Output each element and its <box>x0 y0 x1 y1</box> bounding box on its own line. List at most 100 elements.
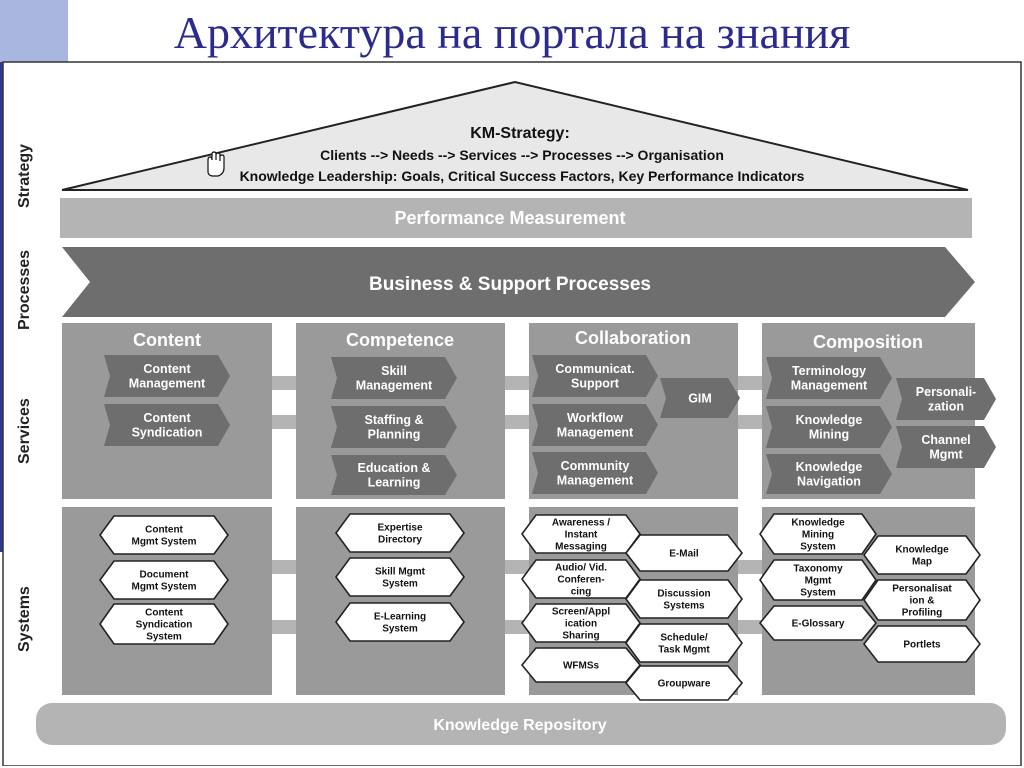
system-skill-mgmt-label: Skill Mgmt <box>375 567 426 578</box>
service-community-management-label: Management <box>557 474 634 488</box>
layer-label-processes: Processes <box>16 250 33 330</box>
system-screen-application-sharing-label: Screen/Appl <box>552 607 611 618</box>
performance-measurement-bar <box>60 198 972 238</box>
service-terminology-management-label: Management <box>791 379 868 393</box>
service-skill-management <box>331 357 457 399</box>
system-content-mgmt <box>99 515 229 555</box>
system-taxonomy-mgmt-label: Taxonomy <box>793 564 843 575</box>
system-discussion-label: Systems <box>663 601 705 612</box>
system-awareness-messaging-label: Instant <box>565 530 598 541</box>
system-e-learning-label: System <box>382 624 418 635</box>
service-staffing-planning <box>331 406 457 448</box>
system-e-mail-label: E-Mail <box>669 549 699 560</box>
service-staffing-planning-label: Planning <box>368 428 421 442</box>
column-title-composition: Composition <box>813 332 923 352</box>
layer-label-strategy: Strategy <box>16 144 33 208</box>
system-personalisation-profiling <box>863 579 981 621</box>
business-processes-label: Business & Support Processes <box>369 274 651 295</box>
system-taxonomy-mgmt-label: System <box>800 588 836 599</box>
system-portlets <box>862 625 982 663</box>
system-e-mail <box>624 534 744 572</box>
system-knowledge-map-label: Knowledge <box>895 545 949 556</box>
system-knowledge-map <box>863 535 981 575</box>
service-personalization-label: zation <box>928 400 964 414</box>
system-audio-video-conferencing-label: Conferen- <box>557 575 604 586</box>
service-knowledge-navigation <box>766 454 892 494</box>
slide-title: Архитектура на портала на знания <box>173 7 851 58</box>
system-discussion-label: Discussion <box>657 589 710 600</box>
service-gim <box>660 378 740 418</box>
service-workflow-management-label: Workflow <box>567 411 623 425</box>
system-content-syndication-label: Content <box>145 608 183 619</box>
system-knowledge-mining-label: Knowledge <box>791 518 845 529</box>
system-content-mgmt-label: Content <box>145 525 183 536</box>
system-expertise-directory <box>335 513 465 553</box>
service-community-management-label: Community <box>561 459 630 473</box>
system-e-glossary-label: E-Glossary <box>792 619 845 630</box>
slide-accent-bar <box>0 0 68 62</box>
system-personalisation-profiling-label: ion & <box>910 596 935 607</box>
system-e-glossary <box>758 605 878 641</box>
service-content-management <box>104 355 230 397</box>
system-taxonomy-mgmt-label: Mgmt <box>805 576 832 587</box>
column-title-competence: Competence <box>346 330 454 350</box>
system-content-syndication <box>99 603 229 645</box>
performance-measurement-label: Performance Measurement <box>394 208 625 228</box>
service-education-learning-label: Education & <box>358 461 431 475</box>
service-staffing-planning-label: Staffing & <box>364 413 423 427</box>
system-screen-application-sharing-label: Sharing <box>562 631 599 642</box>
system-wfmss-label: WFMSs <box>563 661 600 672</box>
system-skill-mgmt-label: System <box>382 579 418 590</box>
system-e-learning-label: E-Learning <box>374 612 426 623</box>
system-schedule-task-mgmt <box>625 623 743 663</box>
system-audio-video-conferencing-label: Audio/ Vid. <box>555 563 607 574</box>
system-awareness-messaging-label: Messaging <box>555 542 607 553</box>
column-title-collaboration: Collaboration <box>575 328 691 348</box>
system-personalisation-profiling-label: Profiling <box>902 608 943 619</box>
system-expertise-directory-label: Expertise <box>377 523 422 534</box>
system-schedule-task-mgmt-label: Schedule/ <box>660 633 707 644</box>
system-e-learning <box>335 602 465 642</box>
service-knowledge-mining <box>766 406 892 448</box>
system-content-syndication-label: Syndication <box>136 620 193 631</box>
system-knowledge-mining-label: System <box>800 542 836 553</box>
service-community-management <box>532 452 658 494</box>
service-knowledge-navigation-label: Navigation <box>797 475 861 489</box>
knowledge-repository-bar <box>36 703 1006 745</box>
service-content-syndication-label: Content <box>143 411 191 425</box>
service-channel-mgmt-label: Mgmt <box>929 448 963 462</box>
service-personalization-label: Personali- <box>916 385 976 399</box>
system-knowledge-mining-label: Mining <box>802 530 834 541</box>
roof-line-2: Knowledge Leadership: Goals, Critical Su… <box>240 168 805 184</box>
service-education-learning-label: Learning <box>368 476 421 490</box>
service-personalization <box>896 378 996 420</box>
system-portlets-label: Portlets <box>903 640 941 651</box>
service-channel-mgmt <box>896 426 996 468</box>
system-groupware-label: Groupware <box>658 679 711 690</box>
hand-cursor-icon <box>207 151 225 177</box>
service-gim-label: GIM <box>688 391 712 405</box>
service-knowledge-navigation-label: Knowledge <box>796 460 863 474</box>
service-terminology-management <box>766 357 892 399</box>
system-discussion <box>625 579 743 619</box>
system-expertise-directory-label: Directory <box>378 535 422 546</box>
service-content-syndication-label: Syndication <box>132 426 203 440</box>
service-knowledge-mining-label: Mining <box>809 428 849 442</box>
system-awareness-messaging-label: Awareness / <box>552 518 610 529</box>
system-audio-video-conferencing-label: cing <box>571 587 592 598</box>
layer-label-systems: Systems <box>16 586 33 652</box>
business-processes-arrow <box>62 247 975 317</box>
system-document-mgmt-label: Mgmt System <box>131 582 196 593</box>
service-skill-management-label: Skill <box>381 364 407 378</box>
service-content-syndication <box>104 404 230 446</box>
system-taxonomy-mgmt <box>759 559 877 601</box>
system-knowledge-map-label: Map <box>912 557 932 568</box>
service-education-learning <box>331 455 457 495</box>
roof-line-1: Clients --> Needs --> Services --> Proce… <box>320 147 724 163</box>
service-communication-support-label: Communicat. <box>555 362 634 376</box>
km-strategy-roof <box>61 80 969 191</box>
system-document-mgmt <box>99 560 229 600</box>
roof-title: KM-Strategy: <box>470 125 570 142</box>
service-workflow-management-label: Management <box>557 426 634 440</box>
service-channel-mgmt-label: Channel <box>921 433 970 447</box>
